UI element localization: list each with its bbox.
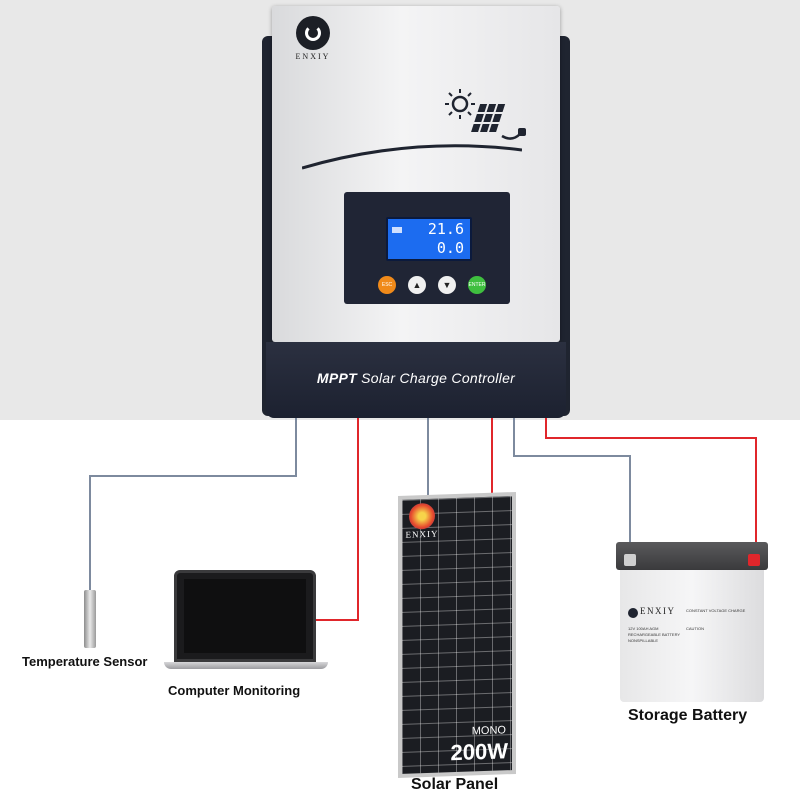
battery-caution: CAUTION xyxy=(686,626,704,631)
temperature-sensor-label: Temperature Sensor xyxy=(22,654,148,669)
lcd-voltage-reading: 21.6 xyxy=(427,220,464,238)
battery-body: ENXIY CONSTANT VOLTAGE CHARGE 12V 100AH … xyxy=(620,570,764,702)
controller-base: MPPT Solar Charge Controller xyxy=(266,342,566,418)
decorative-swoosh xyxy=(302,144,522,170)
laptop-computer xyxy=(164,570,328,672)
solar-panel-logo-icon xyxy=(409,502,435,530)
up-button[interactable]: ▲ xyxy=(408,276,426,294)
solar-panel-logo: ENXIY xyxy=(404,502,440,540)
solar-panel-type: MONO xyxy=(471,724,506,738)
brand-name: ENXIY xyxy=(295,52,331,61)
sun-solar-icon xyxy=(445,89,526,140)
temperature-sensor-probe xyxy=(84,590,96,648)
solar-panel-device: ENXIY MONO 200W xyxy=(398,491,516,779)
charge-controller: ENXIY 21.6 0.0 xyxy=(262,6,570,418)
battery-line2: RECHARGEABLE BATTERY xyxy=(628,632,681,637)
computer-monitoring-label: Computer Monitoring xyxy=(168,683,301,698)
battery-terminal-positive xyxy=(748,554,760,566)
down-button[interactable]: ▼ xyxy=(438,276,456,294)
battery-status-icon xyxy=(392,227,402,233)
battery-terminal-negative xyxy=(624,554,636,566)
battery-lid xyxy=(616,542,768,570)
brand-logo-icon xyxy=(296,16,330,50)
computer-wire xyxy=(316,418,359,621)
battery-brand: ENXIY xyxy=(640,606,676,616)
controller-front: ENXIY 21.6 0.0 xyxy=(272,6,560,342)
controller-product-label: MPPT Solar Charge Controller xyxy=(266,370,566,386)
temperature-sensor-wire xyxy=(89,418,297,592)
solar-panel-brand: ENXIY xyxy=(405,528,439,540)
laptop-screen xyxy=(174,570,316,662)
storage-battery-device: ENXIY CONSTANT VOLTAGE CHARGE 12V 100AH … xyxy=(616,536,768,706)
control-panel: 21.6 0.0 ESC ▲ ▼ ENTER xyxy=(344,192,510,304)
battery-wire-positive xyxy=(545,418,757,556)
solar-panel-label: Solar Panel xyxy=(411,776,499,793)
laptop-base xyxy=(164,662,328,669)
solar-panel-power: 200W xyxy=(450,738,508,766)
battery-logo-icon xyxy=(628,608,638,618)
lcd-current-reading: 0.0 xyxy=(436,239,464,257)
battery-header: CONSTANT VOLTAGE CHARGE xyxy=(686,608,746,613)
laptop-display xyxy=(184,579,306,653)
enter-button[interactable]: ENTER xyxy=(468,276,486,294)
battery-line3: NONSPILLABLE xyxy=(628,638,659,643)
battery-wire-negative xyxy=(513,418,631,548)
controller-label-text: Solar Charge Controller xyxy=(356,370,516,386)
esc-button[interactable]: ESC xyxy=(378,276,396,294)
storage-battery-label: Storage Battery xyxy=(628,707,748,724)
battery-line1: 12V 100AH AGM xyxy=(628,626,659,631)
brand-logo: ENXIY xyxy=(288,16,338,61)
controller-label-mppt: MPPT xyxy=(316,370,357,386)
lcd-display: 21.6 0.0 xyxy=(386,217,472,261)
